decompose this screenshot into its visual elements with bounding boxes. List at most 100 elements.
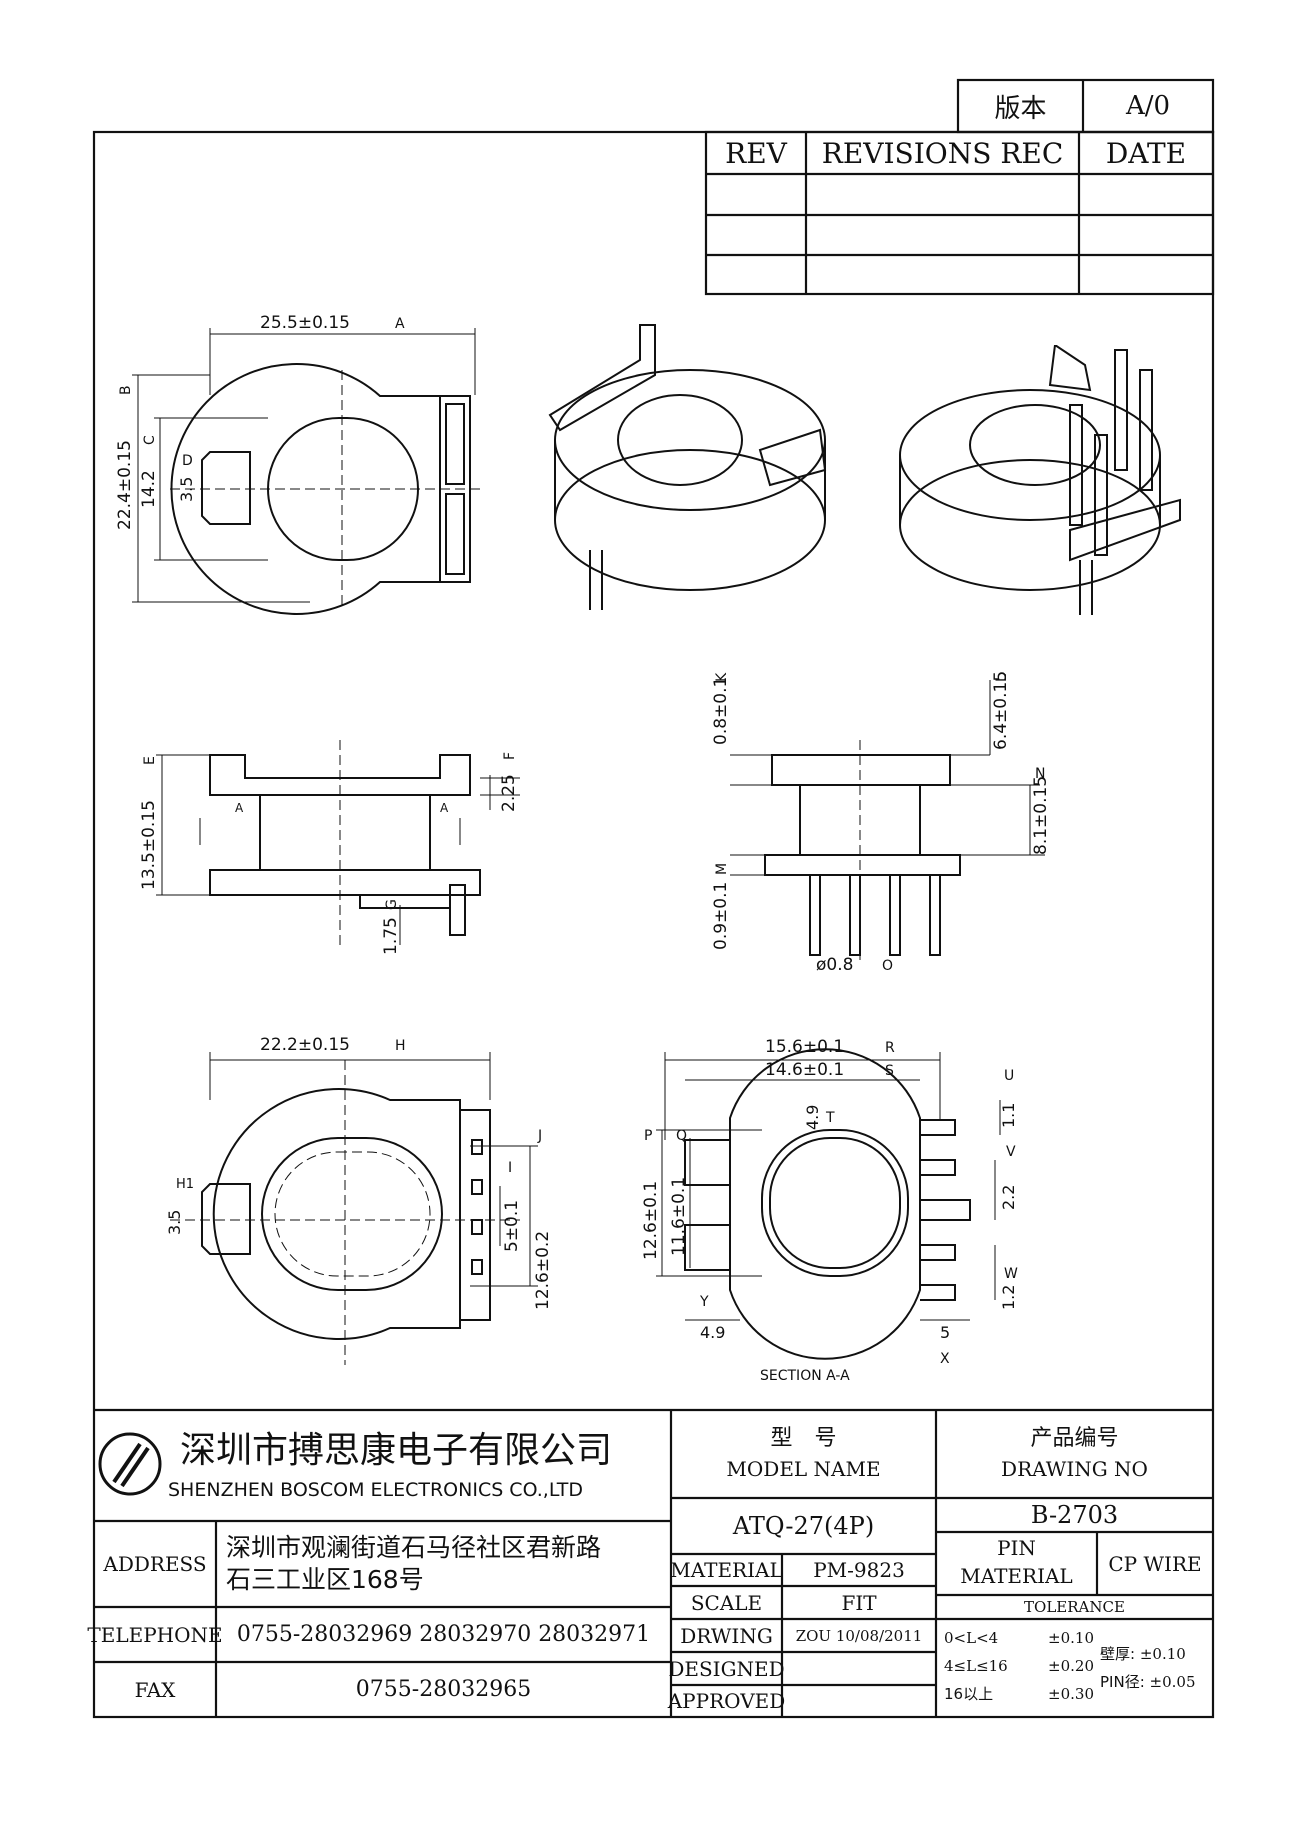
side-view-right-top-tag: K (714, 672, 730, 682)
top-view-wire-slot (201, 451, 251, 525)
revisions-rec-header: REVISIONS REC (821, 136, 1064, 170)
tolerance-value: ±0.20 (1048, 1657, 1094, 1675)
bottom-view: 22.2±0.15 H 3.5 H1 5±0.1 I 12.6±0.2 J (165, 1035, 553, 1365)
section-view-outer-label: 15.6±0.1 (765, 1037, 844, 1057)
perspective-view-right (899, 345, 1181, 615)
bottom-view-wire-slot (201, 1183, 251, 1255)
approved-label: APPROVED (667, 1689, 786, 1713)
wall-pin-tolerance: 壁厚: ±0.10 PIN径: ±0.05 (1100, 1640, 1210, 1710)
side-view-pin-stub-label: 1.75 (381, 917, 401, 955)
side-view-height-label: 13.5±0.15 (139, 800, 159, 890)
material-label: MATERIAL (670, 1558, 783, 1582)
section-view-caption: SECTION A-A (760, 1368, 850, 1384)
section-view-bottom-gap-tag: Y (699, 1294, 709, 1310)
pin-material-label-line-1: PIN (997, 1536, 1036, 1560)
section-view-q-tag: Q (676, 1128, 687, 1144)
fax-value: 0755-28032965 (355, 1677, 532, 1702)
bottom-view-slot-tag: H1 (176, 1177, 194, 1192)
side-view-pin (449, 884, 466, 936)
top-view-width-label: 25.5±0.15 (260, 313, 350, 333)
tolerance-range: 16以上 (944, 1685, 994, 1703)
fax-label: FAX (134, 1677, 176, 1702)
bottom-view-width-tag: H (395, 1038, 406, 1054)
section-view-tab-lower (684, 1224, 730, 1271)
bottom-view-pitch-label: 5±0.1 (502, 1200, 522, 1252)
bottom-view-pin-block (459, 1109, 491, 1321)
bottom-view-span-label: 12.6±0.2 (533, 1231, 553, 1310)
top-view-terminal-upper (445, 403, 465, 485)
pin-dia-label: PIN径: (1100, 1673, 1145, 1691)
tolerance-row: 4≤L≤16 ±0.20 (944, 1652, 1094, 1680)
side-view-right-top-flange-tag: L (994, 674, 1010, 682)
section-view-w-label: 1.2 (999, 1285, 1018, 1310)
section-view: 15.6±0.1 R 14.6±0.1 S 4.9 T 12.6±0.1 P 1… (641, 1037, 1018, 1384)
side-view-right-top-flange (771, 754, 951, 786)
section-view-outer-tag: R (885, 1040, 895, 1056)
section-view-q-label: 11.6±0.1 (669, 1177, 689, 1256)
section-view-inner-tag: S (885, 1063, 894, 1079)
top-view-core-tag: C (142, 435, 158, 445)
date-header: DATE (1105, 136, 1187, 170)
telephone-label: TELEPHONE (87, 1622, 223, 1647)
section-view-outline (729, 1048, 921, 1360)
model-label-en: MODEL NAME (726, 1457, 881, 1481)
top-view-outline (170, 363, 441, 615)
side-view-bottom-flange (209, 869, 481, 896)
wall-tolerance-row: 壁厚: ±0.10 (1100, 1640, 1210, 1668)
section-view-p-tag: P (644, 1128, 652, 1144)
address-line-2: 石三工业区168号 (226, 1565, 424, 1594)
drawing-value: B-2703 (1030, 1501, 1119, 1529)
pin-dia-value: ±0.05 (1149, 1673, 1196, 1691)
section-view-u-tag: U (1004, 1068, 1014, 1084)
address-label: ADDRESS (103, 1552, 207, 1576)
version-label: 版本 (994, 93, 1047, 124)
wall-value: ±0.10 (1139, 1645, 1186, 1663)
tolerance-table: 0<L<4 ±0.10 4≤L≤16 ±0.20 16以上 ±0.30 (944, 1624, 1094, 1714)
side-view-flange-tag: F (502, 752, 518, 760)
drawing-by-label: DRWING (680, 1623, 773, 1648)
bottom-view-outline (212, 1088, 461, 1340)
side-view-right-body-tag: N (1035, 766, 1045, 782)
pin-material-value: CP WIRE (1108, 1551, 1202, 1576)
tolerance-label: TOLERANCE (1024, 1598, 1125, 1616)
pin-material-label-line-2: MATERIAL (960, 1564, 1073, 1588)
section-view-inner-label: 14.6±0.1 (765, 1060, 844, 1080)
drawing-by-value: ZOU 10/08/2011 (795, 1626, 923, 1645)
top-view-terminal-lower (445, 493, 465, 575)
material-value: PM-9823 (813, 1558, 905, 1582)
rev-header: REV (725, 136, 787, 170)
top-view-slot-label: 3.5 (177, 477, 196, 502)
bottom-view-width-label: 22.2±0.15 (260, 1035, 350, 1055)
side-view-right-base-tag: M (714, 863, 730, 875)
model-value: ATQ-27(4P) (732, 1512, 875, 1540)
section-view-x-tag: X (940, 1351, 950, 1367)
top-view: 25.5±0.15 A 22.4±0.15 B 14.2 C 3.5 D (115, 313, 485, 615)
bottom-view-slot-label: 3.5 (165, 1210, 184, 1235)
model-label-cn: 型 号 (770, 1426, 837, 1451)
side-view-right-pin-tag: O (882, 958, 893, 974)
section-view-core (769, 1137, 901, 1269)
section-view-v-tag: V (1006, 1144, 1016, 1160)
tolerance-range: 0<L<4 (944, 1629, 999, 1647)
side-view-right-top-label: 0.8±0.1 (711, 677, 731, 745)
side-view-section-mark-right: A (440, 801, 449, 815)
designed-label: DESIGNED (668, 1656, 785, 1681)
tolerance-range: 4≤L≤16 (944, 1657, 1008, 1675)
designed-value (782, 1652, 936, 1685)
side-view-section-mark-left: A (235, 801, 244, 815)
side-view-height-tag: E (142, 756, 158, 765)
top-view-width-tag: A (395, 316, 405, 332)
section-view-top-gap-tag: T (825, 1110, 835, 1126)
top-view-height-label: 22.4±0.15 (115, 440, 135, 530)
section-view-v-label: 2.2 (999, 1185, 1018, 1210)
telephone-value: 0755-28032969 28032970 28032971 (236, 1622, 651, 1647)
drawing-label-en: DRAWING NO (1001, 1457, 1148, 1481)
section-view-bottom-gap-label: 4.9 (700, 1323, 725, 1342)
top-view-slot-tag: D (182, 453, 193, 469)
version-value: A/0 (1125, 91, 1171, 121)
side-view-right-base (764, 854, 961, 876)
wall-label: 壁厚: (1100, 1645, 1136, 1663)
side-view-flange-label: 2.25 (499, 774, 519, 812)
tolerance-row: 0<L<4 ±0.10 (944, 1624, 1094, 1652)
